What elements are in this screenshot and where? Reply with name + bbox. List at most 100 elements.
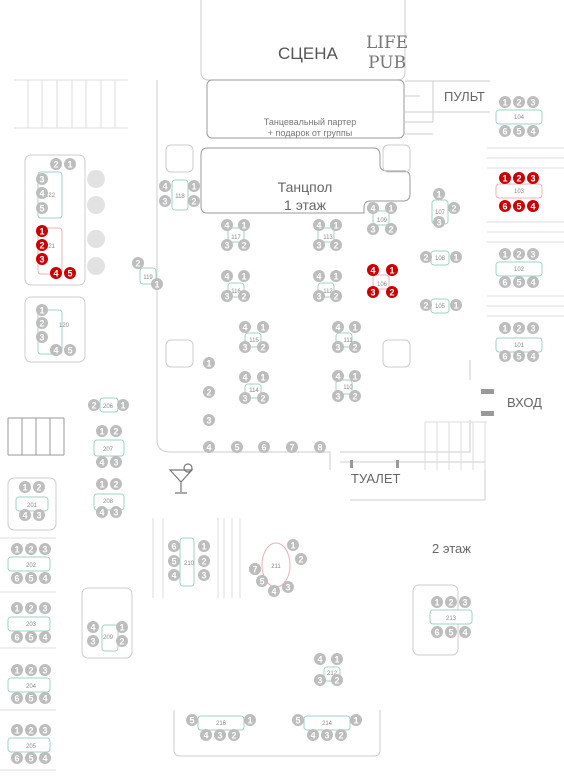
seat[interactable]: 4	[459, 626, 471, 638]
seat[interactable]: 1	[151, 278, 163, 290]
seat[interactable]: 4	[200, 729, 212, 741]
seat[interactable]: 6	[499, 276, 511, 288]
seat[interactable]: 1	[349, 321, 361, 333]
seat[interactable]: 4	[307, 729, 319, 741]
seat[interactable]: 1	[499, 172, 511, 184]
seat[interactable]: 1	[96, 478, 108, 490]
seat[interactable]: 5	[25, 572, 37, 584]
seat[interactable]: 3	[39, 724, 51, 736]
seat[interactable]: 5	[513, 125, 525, 137]
seat[interactable]: 6	[11, 631, 23, 643]
seat[interactable]: 4	[268, 585, 280, 597]
seat[interactable]: 7	[249, 563, 261, 575]
seat[interactable]: 6	[499, 350, 511, 362]
seat[interactable]: 2	[420, 299, 432, 311]
seat[interactable]: 3	[39, 602, 51, 614]
seat[interactable]: 4	[313, 219, 325, 231]
seat[interactable]: 3	[239, 341, 251, 353]
bar-seat[interactable]: 5	[231, 441, 243, 453]
seat[interactable]: 2	[330, 239, 342, 251]
seat[interactable]: 2	[50, 158, 62, 170]
seat[interactable]: 2	[448, 202, 460, 214]
seat[interactable]: 1	[386, 264, 398, 276]
seat[interactable]: 3	[527, 172, 539, 184]
seat[interactable]: 5	[513, 350, 525, 362]
seat[interactable]: 2	[116, 635, 128, 647]
seat[interactable]: 5	[25, 631, 37, 643]
seat[interactable]: 1	[330, 219, 342, 231]
seat[interactable]: 1	[257, 371, 269, 383]
seat[interactable]: 1	[244, 714, 256, 726]
seat[interactable]: 3	[367, 223, 379, 235]
seat[interactable]: 2	[25, 724, 37, 736]
seat[interactable]: 3	[159, 195, 171, 207]
seat[interactable]: 2	[295, 553, 307, 565]
seat[interactable]: 5	[256, 575, 268, 587]
seat[interactable]: 4	[314, 653, 326, 665]
seat[interactable]: 1	[117, 399, 129, 411]
seat[interactable]: 3	[332, 341, 344, 353]
seat[interactable]: 1	[11, 602, 23, 614]
seat[interactable]: 4	[332, 321, 344, 333]
seat[interactable]: 2	[33, 481, 45, 493]
seat[interactable]: 4	[221, 219, 233, 231]
seat[interactable]: 4	[239, 321, 251, 333]
seat[interactable]: 5	[445, 626, 457, 638]
seat[interactable]: 4	[527, 276, 539, 288]
seat[interactable]: 1	[350, 714, 362, 726]
seat[interactable]: 3	[33, 509, 45, 521]
seat[interactable]: 1	[96, 425, 108, 437]
seat[interactable]: 1	[198, 540, 210, 552]
seat[interactable]: 3	[527, 322, 539, 334]
seat[interactable]: 5	[513, 276, 525, 288]
seat[interactable]: 2	[88, 399, 100, 411]
table-211[interactable]: 2111234567	[249, 539, 307, 597]
seat[interactable]: 1	[238, 219, 250, 231]
seat[interactable]: 3	[332, 390, 344, 402]
seat[interactable]: 2	[386, 286, 398, 298]
seat[interactable]: 6	[11, 752, 23, 764]
seat[interactable]: 3	[214, 729, 226, 741]
seat[interactable]: 2	[228, 729, 240, 741]
seat[interactable]: 1	[238, 270, 250, 282]
seat[interactable]: 1	[257, 321, 269, 333]
bar-seat[interactable]: 6	[258, 441, 270, 453]
seat[interactable]: 4	[96, 506, 108, 518]
bar-seat[interactable]: 7	[286, 441, 298, 453]
seat[interactable]: 1	[36, 304, 48, 316]
seat[interactable]: 3	[110, 506, 122, 518]
seat[interactable]: 4	[168, 569, 180, 581]
seat[interactable]: 6	[431, 626, 443, 638]
seat[interactable]: 6	[499, 125, 511, 137]
seat[interactable]: 4	[96, 456, 108, 468]
seat[interactable]: 4	[527, 125, 539, 137]
seat[interactable]: 3	[221, 239, 233, 251]
seat[interactable]: 4	[527, 200, 539, 212]
seat[interactable]: 5	[64, 344, 76, 356]
seat[interactable]: 4	[36, 187, 48, 199]
seat[interactable]: 5	[186, 714, 198, 726]
seat[interactable]: 5	[513, 200, 525, 212]
seat[interactable]: 1	[431, 596, 443, 608]
seat[interactable]: 3	[39, 664, 51, 676]
